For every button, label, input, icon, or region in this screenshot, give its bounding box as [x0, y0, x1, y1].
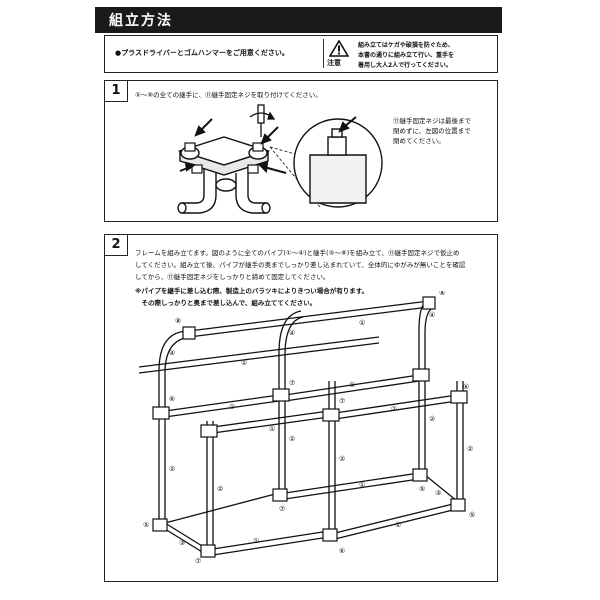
part-label: ① — [241, 359, 247, 367]
screwdriver-icon — [249, 104, 276, 137]
step-2-instruction: してから、⑪継手固定ネジをしっかりと締めて固定してください。 — [135, 273, 330, 281]
part-label: ⑤ — [419, 485, 425, 493]
step-1-note: 閉めずに、左図の位置まで — [393, 127, 471, 135]
part-label: ① — [395, 521, 401, 529]
part-label: ⑥ — [463, 383, 469, 391]
part-label: ① — [359, 319, 365, 327]
step-1-note: 閉めてください。 — [393, 137, 445, 145]
part-labels: ① ① ① ① ① ① ① ① ① ② ② ② ② ② ② ③ ③ ④ ④ ④ … — [143, 291, 475, 565]
part-label: ② — [217, 485, 223, 493]
step-2-box: 2 フレームを組み立てます。図のように全てのパイプ(①～④)と継手(⑤～⑧)を組… — [104, 234, 498, 582]
warning-label: 注意 — [327, 59, 341, 67]
step-2-caution: ※パイプを継手に差し込む際、製造上のバラツキによりきつい場合が有ります。 — [135, 287, 369, 295]
warning-line: 組み立てはケガや破損を防ぐため、 — [358, 42, 454, 49]
preparation-box: ●プラスドライバーとゴムハンマーをご用意ください。 注意 組み立てはケガや破損を… — [104, 35, 498, 73]
step-2-instruction: してください。組み立て後、パイプが継手の奥までしっかり差し込まれていて、全体的に… — [135, 261, 466, 269]
arrow-icon — [338, 116, 357, 133]
part-label: ② — [467, 445, 473, 453]
part-label: ② — [339, 455, 345, 463]
magnified-detail — [293, 118, 383, 208]
part-label: ⑦ — [195, 557, 201, 565]
arrow-icon — [179, 118, 287, 174]
joint-set — [152, 296, 468, 558]
warning-line: 本書の通りに組み立て行い、重手を — [358, 52, 455, 59]
part-label: ① — [349, 381, 355, 389]
part-label: ⑤ — [143, 521, 149, 529]
step-2-caution: その際しっかりと奥まで差し込んで、組み立ててください。 — [135, 299, 317, 307]
part-label: ① — [269, 425, 275, 433]
step-1-box: 1 ⑤～⑧の全ての継手に、⑪継手固定ネジを取り付けてください。 ⑪継手固定ネジは… — [104, 80, 498, 222]
warning-icon — [329, 40, 349, 57]
part-label: ② — [169, 465, 175, 473]
part-label: ④ — [289, 329, 295, 337]
part-label: ⑥ — [169, 395, 175, 403]
screw-set — [184, 142, 264, 174]
tools-note: ●プラスドライバーとゴムハンマーをご用意ください。 — [115, 49, 289, 57]
part-label: ⑦ — [339, 397, 345, 405]
step-1-instruction: ⑤～⑧の全ての継手に、⑪継手固定ネジを取り付けてください。 — [135, 91, 322, 99]
part-label: ① — [253, 537, 259, 545]
part-label: ③ — [435, 489, 441, 497]
step-number: 1 — [104, 80, 128, 102]
prep-divider — [323, 39, 324, 68]
step-1-note: ⑪継手固定ネジは最後まで — [393, 117, 471, 125]
part-label: ⑥ — [339, 547, 345, 555]
warning-line: 着用し大人2人で行ってください。 — [358, 62, 452, 69]
page-title: 組立方法 — [109, 13, 173, 29]
part-label: ⑤ — [469, 511, 475, 519]
cross-joint-drawing — [177, 136, 271, 214]
part-label: ② — [429, 415, 435, 423]
step-2-instruction: フレームを組み立てます。図のように全てのパイプ(①～④)と継手(⑤～⑧)を組み立… — [135, 249, 460, 257]
step-number: 2 — [104, 234, 128, 256]
part-label: ⑧ — [439, 291, 445, 297]
frame-assembly-diagram: ① ① ① ① ① ① ① ① ① ② ② ② ② ② ② ③ ③ ④ ④ ④ … — [138, 291, 475, 565]
part-label: ④ — [429, 311, 435, 319]
part-label: ② — [289, 435, 295, 443]
joint-screw-illustration — [177, 104, 383, 214]
part-label: ⑦ — [279, 505, 285, 513]
section-title-bar: 組立方法 — [95, 7, 502, 33]
part-label: ① — [359, 481, 365, 489]
part-label: ① — [229, 403, 235, 411]
frame-pipes — [138, 300, 464, 556]
part-label: ⑧ — [175, 317, 181, 325]
part-label: ④ — [169, 349, 175, 357]
part-label: ③ — [179, 539, 185, 547]
part-label: ⑦ — [289, 379, 295, 387]
part-label: ① — [391, 405, 397, 413]
